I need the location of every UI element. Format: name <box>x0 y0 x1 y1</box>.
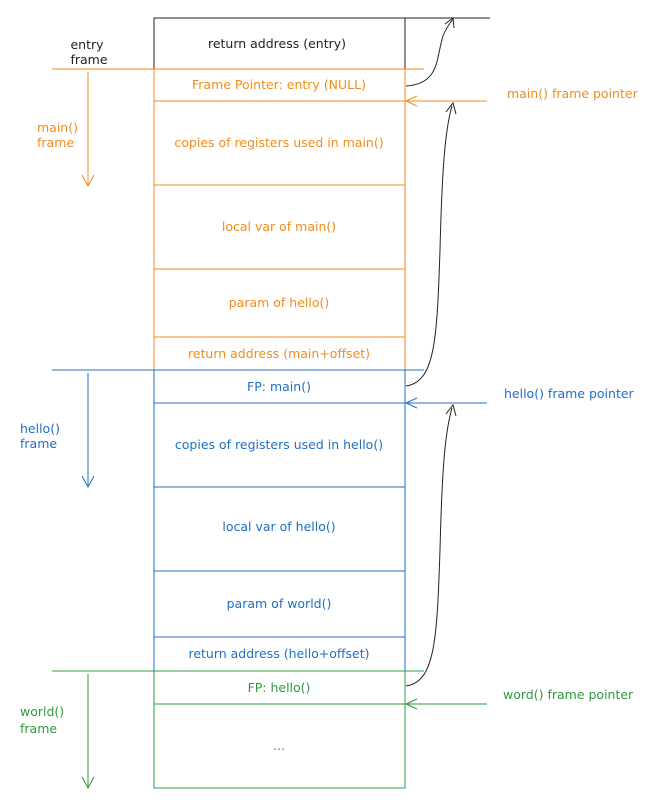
world-frame-growth-arrow <box>81 674 95 790</box>
main-frame-pointer-label: main() frame pointer <box>507 86 639 101</box>
main-frame-growth-arrow <box>81 72 95 188</box>
cell-label-fp-main: FP: main() <box>247 379 311 394</box>
hello-frame-pointer-label: hello() frame pointer <box>504 386 635 401</box>
hello-frame-growth-arrow <box>81 373 95 489</box>
fp-hello-chain-arrowhead <box>445 403 457 417</box>
fp-main-chain-arrow <box>405 105 453 387</box>
world-frame-pointer-label: word() frame pointer <box>503 687 634 702</box>
cell-label-return-address-main: return address (main+offset) <box>188 346 370 361</box>
fp-main-chain-arrowhead <box>445 101 457 115</box>
fp-entry-chain-arrowhead <box>444 17 455 29</box>
cell-label-param-of-world: param of world() <box>227 596 332 611</box>
cell-label-main-local-var: local var of main() <box>222 219 336 234</box>
cell-label-param-of-hello: param of hello() <box>229 295 330 310</box>
cell-label-main-registers: copies of registers used in main() <box>174 135 383 150</box>
fp-entry-chain-arrow <box>405 18 454 87</box>
cell-label-hello-local-var: local var of hello() <box>222 519 335 534</box>
growth-arrows <box>81 72 95 790</box>
stack-cells: return address (entry) Frame Pointer: en… <box>153 17 406 789</box>
frame-boundaries <box>52 68 424 672</box>
fp-hello-chain-arrow <box>405 407 453 687</box>
cell-label-return-address-entry: return address (entry) <box>208 36 346 51</box>
world-frame-pointer-arrowhead <box>404 698 418 710</box>
frame-label-hello: hello() frame <box>20 421 64 451</box>
cell-label-frame-pointer-entry: Frame Pointer: entry (NULL) <box>192 77 366 92</box>
frame-label-world: world() frame <box>20 704 68 736</box>
cell-label-fp-hello: FP: hello() <box>248 680 311 695</box>
cell-label-hello-registers: copies of registers used in hello() <box>175 437 383 452</box>
cell-label-return-address-hello: return address (hello+offset) <box>188 646 369 661</box>
frame-label-entry: entry frame <box>70 37 107 67</box>
stack-cell-ellipsis <box>153 703 406 789</box>
fp-chain-arrows <box>405 17 457 687</box>
frame-label-main: main() frame <box>37 120 82 150</box>
frame-pointers: main() frame pointer hello() frame point… <box>404 86 639 710</box>
cell-label-ellipsis: ... <box>273 738 285 753</box>
main-frame-pointer-arrowhead <box>404 95 418 107</box>
frame-labels: entry frame main() frame hello() frame w… <box>20 37 108 736</box>
hello-frame-pointer-arrowhead <box>404 397 418 409</box>
